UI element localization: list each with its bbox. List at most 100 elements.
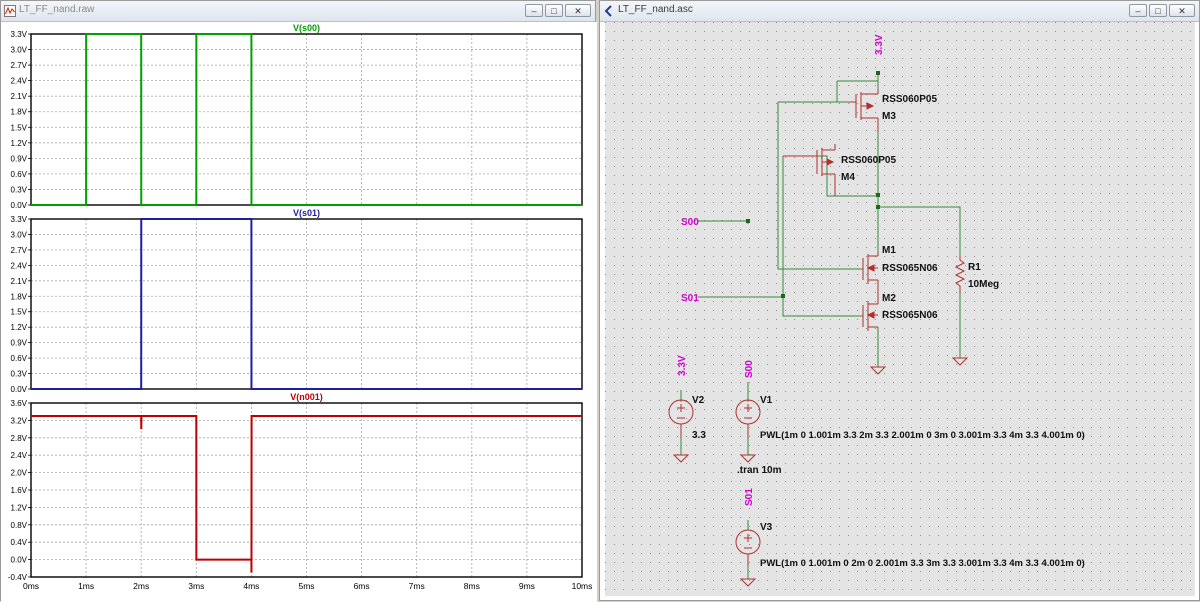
m4-name-label: M4 [841, 172, 855, 183]
m1-model-label: RSS065N06 [882, 263, 938, 274]
pmos-m4[interactable] [783, 144, 836, 196]
r1-name-label: R1 [968, 262, 981, 273]
y-tick-label: 1.5V [11, 123, 28, 132]
nmos-m2[interactable] [862, 301, 878, 331]
y-tick-label: 1.2V [11, 323, 28, 332]
y-tick-label: 2.1V [11, 277, 28, 286]
minimize-button[interactable]: – [1129, 4, 1147, 17]
v2-name-label: V2 [692, 395, 705, 406]
y-tick-label: 0.3V [11, 370, 28, 379]
y-tick-label: 0.6V [11, 170, 28, 179]
y-tick-label: 0.9V [11, 154, 28, 163]
y-tick-label: 1.6V [11, 486, 28, 495]
y-tick-label: 3.3V [11, 215, 28, 224]
resistor-r1[interactable] [954, 256, 966, 294]
m2-model-label: RSS065N06 [882, 310, 938, 321]
schematic-window-title: LT_FF_nand.asc [618, 4, 693, 15]
m1-name-label: M1 [882, 245, 896, 256]
schematic-titlebar[interactable]: LT_FF_nand.asc – □ ✕ [600, 1, 1199, 22]
y-tick-label: -0.4V [8, 573, 28, 582]
junctions [746, 71, 880, 298]
r1-value-label: 10Meg [968, 279, 999, 290]
y-tick-label: 2.7V [11, 61, 28, 70]
y-tick-label: 0.4V [11, 538, 28, 547]
voltage-source-v2[interactable] [668, 399, 694, 438]
pmos-m3[interactable] [850, 90, 879, 132]
maximize-button[interactable]: □ [545, 4, 563, 17]
y-tick-label: 0.0V [11, 556, 28, 565]
maximize-button[interactable]: □ [1149, 4, 1167, 17]
trace-title[interactable]: V(s00) [293, 23, 320, 33]
y-tick-label: 2.4V [11, 451, 28, 460]
x-tick-label: 6ms [354, 581, 370, 591]
schematic-window[interactable]: LT_FF_nand.asc – □ ✕ [599, 0, 1200, 601]
net-label-s00-v1: S00 [744, 360, 755, 378]
ground-symbols [672, 357, 969, 587]
net-label-s01-input: S01 [681, 293, 699, 304]
y-tick-label: 0.0V [11, 385, 28, 394]
y-tick-label: 1.8V [11, 108, 28, 117]
y-tick-label: 2.7V [11, 246, 28, 255]
v3-name-label: V3 [760, 522, 773, 533]
x-tick-label: 0ms [23, 581, 39, 591]
net-label-s01-v3: S01 [744, 488, 755, 506]
trace-title[interactable]: V(n001) [290, 392, 323, 402]
y-tick-label: 1.2V [11, 503, 28, 512]
waveform-titlebar[interactable]: LT_FF_nand.raw – □ ✕ [1, 1, 595, 22]
y-tick-label: 0.0V [11, 201, 28, 210]
x-tick-label: 10ms [572, 581, 593, 591]
m3-name-label: M3 [882, 111, 896, 122]
net-label-vdd-top: 3.3V [874, 34, 885, 55]
v2-value-label: 3.3 [692, 430, 706, 441]
y-tick-label: 3.0V [11, 230, 28, 239]
y-tick-label: 0.8V [11, 521, 28, 530]
v3-value-label: PWL(1m 0 1.001m 0 2m 0 2.001m 3.3 3m 3.3… [760, 558, 1085, 569]
waveform-app-icon [4, 5, 16, 17]
close-button[interactable]: ✕ [1169, 4, 1195, 17]
y-tick-label: 3.0V [11, 46, 28, 55]
tran-directive[interactable]: .tran 10m [737, 465, 782, 476]
voltage-source-v3[interactable] [735, 529, 761, 566]
x-tick-label: 3ms [188, 581, 204, 591]
voltage-source-v1[interactable] [735, 399, 761, 438]
waveform-window[interactable]: LT_FF_nand.raw – □ ✕ V(s00) 0.0V 0.3V 0.6V 0… [0, 0, 597, 602]
y-tick-label: 3.3V [11, 30, 28, 39]
m4-model-label: RSS060P05 [841, 155, 896, 166]
x-tick-label: 2ms [133, 581, 149, 591]
close-button[interactable]: ✕ [565, 4, 591, 17]
waveform-plots[interactable]: V(s00) 0.0V 0.3V 0.6V 0.9V 1.2V 1.5V 1.8V 2.1V 2.… [1, 22, 597, 602]
y-tick-label: 1.2V [11, 139, 28, 148]
y-tick-label: 2.8V [11, 434, 28, 443]
waveform-pane-1[interactable]: V(s00)0.0V0.3V0.6V0.9V1.2V1.5V1.8V2.1V2.… [11, 23, 583, 210]
x-tick-label: 4ms [243, 581, 259, 591]
y-tick-label: 0.6V [11, 354, 28, 363]
trace-line[interactable] [31, 33, 582, 206]
v1-name-label: V1 [760, 395, 773, 406]
y-tick-label: 2.1V [11, 92, 28, 101]
nmos-m1[interactable] [862, 252, 879, 304]
x-tick-label: 7ms [409, 581, 425, 591]
x-tick-label: 1ms [78, 581, 94, 591]
schematic-canvas[interactable]: 3.3V 3.3V S00 S01 S00 S01 RSS060P05 M3 R… [605, 22, 1195, 596]
m2-name-label: M2 [882, 293, 896, 304]
minimize-button[interactable]: – [525, 4, 543, 17]
schematic-grid [605, 22, 1195, 596]
trace-line[interactable] [31, 218, 582, 390]
y-tick-label: 1.5V [11, 308, 28, 317]
m3-model-label: RSS060P05 [882, 94, 937, 105]
trace-title[interactable]: V(s01) [293, 208, 320, 218]
x-tick-label: 8ms [464, 581, 480, 591]
y-tick-label: 2.4V [11, 261, 28, 270]
net-label-vdd-v2: 3.3V [677, 355, 688, 376]
plot-frame [30, 402, 583, 578]
waveform-pane-2[interactable]: V(s01) 0.0V 0.3V 0.6V 0.9V 1.2V 1.5V 1.8V 2.1V 2.… [11, 208, 583, 394]
net-label-s00-input: S00 [681, 217, 699, 228]
x-tick-label: 9ms [519, 581, 535, 591]
waveform-window-title: LT_FF_nand.raw [19, 4, 95, 15]
trace-line[interactable] [31, 415, 582, 573]
y-tick-label: 2.4V [11, 77, 28, 86]
v1-value-label: PWL(1m 0 1.001m 3.3 2m 3.3 2.001m 0 3m 0… [760, 430, 1085, 441]
y-tick-label: 1.8V [11, 292, 28, 301]
y-tick-label: 0.9V [11, 339, 28, 348]
